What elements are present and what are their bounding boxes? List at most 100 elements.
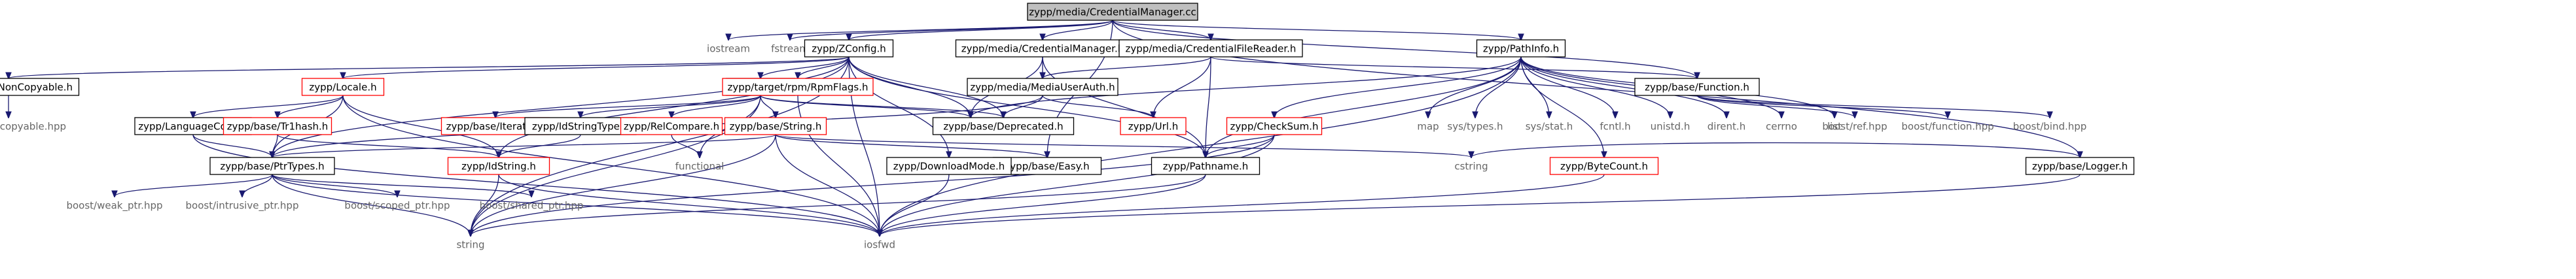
edge-arch-to-iterator [495, 95, 761, 118]
node-zypp-base-function-h[interactable]: zypp/base/Function.h [1634, 78, 1760, 96]
node-box [1120, 117, 1187, 135]
edge-credfile_h-to-url [1153, 56, 1211, 118]
node-box [1118, 39, 1303, 57]
edge-basestring-to-string [471, 134, 776, 236]
node-zypp-media-credentialfilereader-h[interactable]: zypp/media/CredentialFileReader.h [1118, 39, 1303, 57]
edge-ptrtypes-to-string [272, 174, 471, 236]
node-label: zypp/media/CredentialFileReader.h [1126, 43, 1297, 55]
node-label: boost/noncopyable.hpp [0, 121, 66, 133]
edge-zconfig-to-locale [343, 56, 850, 78]
node-zypp-base-deprecated-h[interactable]: zypp/base/Deprecated.h [932, 117, 1075, 135]
node-cerrno: cerrno [1766, 121, 1797, 133]
node-label: zypp/base/Deprecated.h [943, 121, 1063, 133]
node-label: sys/types.h [1447, 121, 1503, 133]
edge-rpmflags-to-iosfwd [797, 95, 880, 236]
node-zypp-base-string-h[interactable]: zypp/base/String.h [724, 117, 827, 135]
edge-mediauserauth-to-url [1042, 95, 1153, 118]
node-label: zypp/DownloadMode.h [893, 161, 1005, 172]
edge-zconfig-to-noncopyable [9, 56, 850, 78]
node-box [0, 78, 80, 96]
node-zypp-media-credentialmanager-h[interactable]: zypp/media/CredentialManager.h [955, 39, 1130, 57]
node-map: map [1417, 121, 1439, 133]
node-zypp-checksum-h[interactable]: zypp/CheckSum.h [1226, 117, 1323, 135]
node-zypp-base-logger-h[interactable]: zypp/base/Logger.h [2025, 157, 2135, 175]
edge-arch-to-relcompare [671, 95, 761, 118]
node-zypp-bytecount-h[interactable]: zypp/ByteCount.h [1549, 157, 1659, 175]
node-label: zypp/LanguageCode.h [138, 121, 248, 133]
node-zypp-media-credentialmanager-cc[interactable]: zypp/media/CredentialManager.cc [1027, 3, 1198, 21]
node-label: boost/scoped_ptr.hpp [344, 200, 450, 212]
edge-credfile_h-to-pathname [1206, 56, 1211, 157]
node-label: zypp/IdString.h [461, 161, 536, 172]
node-box [447, 157, 550, 175]
node-box [2025, 157, 2135, 175]
node-zypp-target-rpm-rpmflags-h[interactable]: zypp/target/rpm/RpmFlags.h [722, 78, 874, 96]
edge-credmgr_cc-to-pathinfo [1112, 20, 1521, 40]
node-box [886, 157, 1012, 175]
edge-arch-to-set [760, 95, 971, 118]
node-label: dirent.h [1708, 121, 1745, 133]
node-zypp-base-tr1hash-h[interactable]: zypp/base/Tr1hash.h [223, 117, 332, 135]
node-label: fcntl.h [1600, 121, 1630, 133]
node-box [932, 117, 1075, 135]
node-label: sys/stat.h [1526, 121, 1573, 133]
edge-idstring-to-iosfwd [498, 174, 880, 236]
node-string: string [456, 239, 484, 251]
edge-function-to-boost_bind [1696, 95, 2050, 118]
edge-locale-to-languagecode [193, 95, 344, 118]
node-label: boost/ref.hpp [1822, 121, 1887, 133]
node-label: boost/weak_ptr.hpp [66, 200, 162, 212]
node-zypp-downloadmode-h[interactable]: zypp/DownloadMode.h [886, 157, 1012, 175]
node-zypp-idstring-h[interactable]: zypp/IdString.h [447, 157, 550, 175]
edge-ptrtypes-to-boost_shared [272, 174, 531, 197]
edge-trhash-to-idstring [277, 134, 499, 157]
node-label: cerrno [1766, 121, 1797, 133]
node-zypp-media-mediauserauth-h[interactable]: zypp/media/MediaUserAuth.h [967, 78, 1118, 96]
edge-pathinfo-to-set [971, 56, 1522, 118]
node-label: iosfwd [864, 239, 895, 251]
edge-credmgr_cc-to-credmgr_h [1043, 20, 1113, 40]
node-label: zypp/base/Iterator.h [446, 121, 545, 133]
node-zypp-zconfig-h[interactable]: zypp/ZConfig.h [804, 39, 894, 57]
node-box [967, 78, 1118, 96]
node-box [1027, 3, 1198, 21]
node-label: zypp/base/Tr1hash.h [227, 121, 329, 133]
edge-languagecode-to-iosfwd [192, 134, 880, 236]
node-label: string [456, 239, 484, 251]
node-zypp-pathinfo-h[interactable]: zypp/PathInfo.h [1476, 39, 1566, 57]
node-iosfwd: iosfwd [864, 239, 895, 251]
node-zypp-pathname-h[interactable]: zypp/Pathname.h [1151, 157, 1261, 175]
node-label: zypp/CheckSum.h [1230, 121, 1319, 133]
node-zypp-relcompare-h[interactable]: zypp/RelCompare.h [620, 117, 723, 135]
node-label: unistd.h [1651, 121, 1690, 133]
edge-logger-to-cstring [1471, 142, 2081, 158]
edge-mediauserauth-to-deprecated [1003, 95, 1043, 118]
node-zypp-url-h[interactable]: zypp/Url.h [1120, 117, 1187, 135]
node-box [209, 157, 335, 175]
edge-credfile_h-to-function [1210, 56, 1697, 78]
node-boost-noncopyable-hpp: boost/noncopyable.hpp [0, 121, 66, 133]
node-zypp-locale-h[interactable]: zypp/Locale.h [301, 78, 385, 96]
edge-credmgr_cc-to-fstream [790, 20, 1113, 40]
node-zypp-base-noncopyable-h[interactable]: zypp/base/NonCopyable.h [0, 78, 80, 96]
node-label: zypp/ZConfig.h [812, 43, 886, 55]
edge-pathinfo-to-fcntl [1520, 56, 1615, 118]
node-label: fstream [771, 43, 809, 55]
edge-arch-to-deprecated [760, 95, 1003, 118]
edge-ptrtypes-to-boost_scoped [272, 174, 397, 197]
node-box [1549, 157, 1659, 175]
node-boost-ref-hpp: boost/ref.hpp [1822, 121, 1887, 133]
node-zypp-base-ptrtypes-h[interactable]: zypp/base/PtrTypes.h [209, 157, 335, 175]
edge-pathinfo-to-checksum [1274, 56, 1522, 118]
edge-pathinfo-to-map [1428, 56, 1522, 118]
node-label: zypp/media/CredentialManager.h [961, 43, 1124, 55]
node-zypp-idstringtype-h[interactable]: zypp/IdStringType.h [524, 117, 637, 135]
node-box [724, 117, 827, 135]
node-boost-weak-ptr-hpp: boost/weak_ptr.hpp [66, 200, 162, 212]
node-label: zypp/ByteCount.h [1560, 161, 1648, 172]
edge-layer [9, 20, 2080, 236]
edge-zconfig-to-arch [760, 56, 850, 78]
node-label: boost/bind.hpp [2013, 121, 2087, 133]
edge-bytecount-to-iosfwd [880, 174, 1605, 236]
